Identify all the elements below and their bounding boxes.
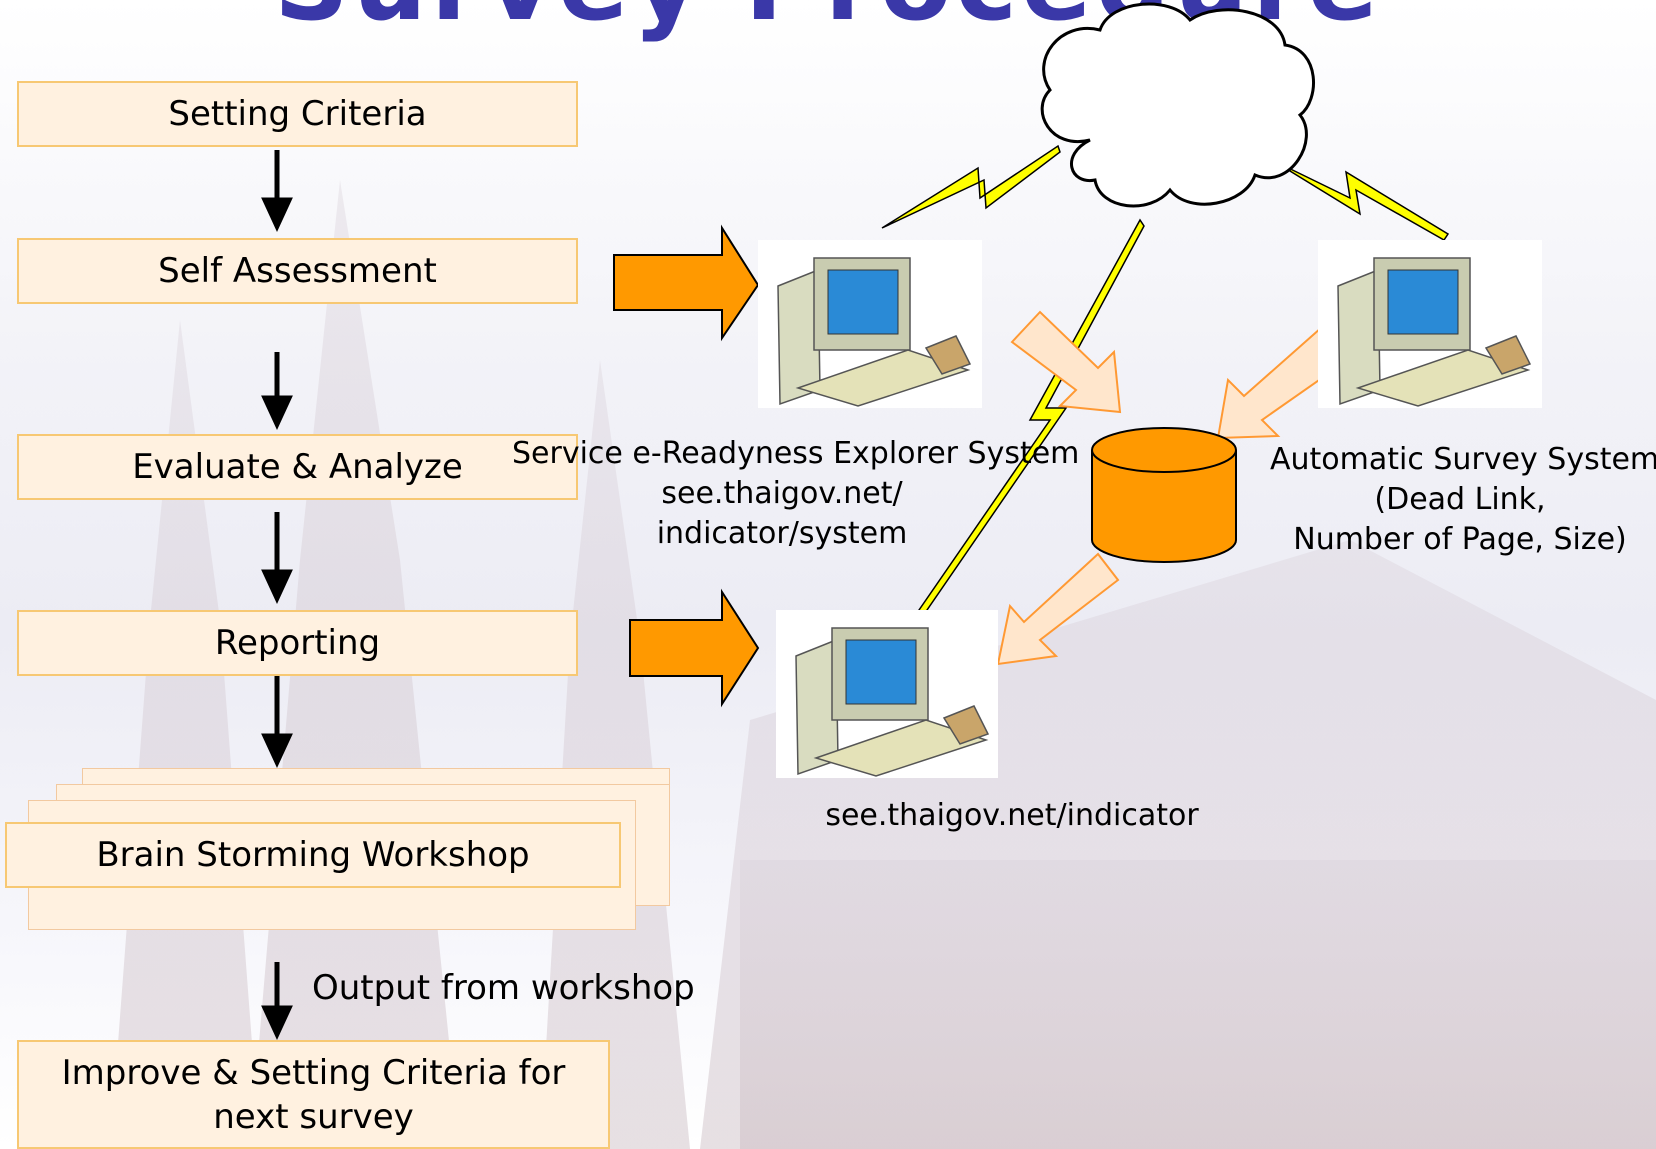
down-arrow-icon — [261, 150, 293, 232]
computer-icon — [758, 240, 982, 408]
down-arrow-icon — [261, 512, 293, 604]
output-from-workshop-label: Output from workshop — [312, 968, 695, 1008]
block-arrow-icon — [613, 224, 760, 342]
automatic-survey-label: Automatic Survey System (Dead Link, Numb… — [1270, 440, 1656, 560]
light-arrow-icon — [1010, 310, 1122, 414]
auto-line1: Automatic Survey System — [1270, 442, 1656, 477]
step-label: Setting Criteria — [168, 94, 427, 134]
step-reporting: Reporting — [17, 610, 578, 676]
step-label: Evaluate & Analyze — [132, 447, 463, 487]
auto-line2: (Dead Link, — [1374, 482, 1546, 517]
block-arrow-icon — [629, 588, 760, 708]
lightning-icon — [881, 144, 1061, 229]
indicator-url-label: see.thaigov.net/indicator — [825, 798, 1199, 833]
step-label-line1: Improve & Setting Criteria for — [61, 1052, 566, 1093]
step-label: Reporting — [214, 623, 381, 663]
step-improve-setting-criteria: Improve & Setting Criteria for next surv… — [17, 1040, 610, 1149]
explorer-line1: Service e-Readyness Explorer System — [512, 436, 1080, 471]
step-self-assessment: Self Assessment — [17, 238, 578, 304]
down-arrow-icon — [261, 962, 293, 1040]
cloud-icon — [1040, 2, 1315, 208]
computer-icon — [1318, 240, 1542, 408]
down-arrow-icon — [261, 352, 293, 430]
explorer-line3: indicator/system — [656, 516, 908, 551]
step-evaluate-analyze: Evaluate & Analyze — [17, 434, 578, 500]
computer-icon — [776, 610, 998, 778]
lightning-icon — [1271, 159, 1450, 241]
step-label: Brain Storming Workshop — [96, 835, 530, 875]
auto-line3: Number of Page, Size) — [1293, 522, 1627, 557]
step-label-line2: next survey — [213, 1096, 414, 1137]
explorer-system-label: Service e-Readyness Explorer System see.… — [512, 434, 1080, 554]
step-label: Self Assessment — [158, 251, 437, 291]
database-icon — [1091, 427, 1237, 563]
step-brain-storming-workshop: Brain Storming Workshop — [5, 822, 621, 888]
down-arrow-icon — [261, 676, 293, 768]
step-setting-criteria: Setting Criteria — [17, 81, 578, 147]
light-arrow-icon — [996, 552, 1120, 666]
explorer-line2: see.thaigov.net/ — [661, 476, 903, 511]
